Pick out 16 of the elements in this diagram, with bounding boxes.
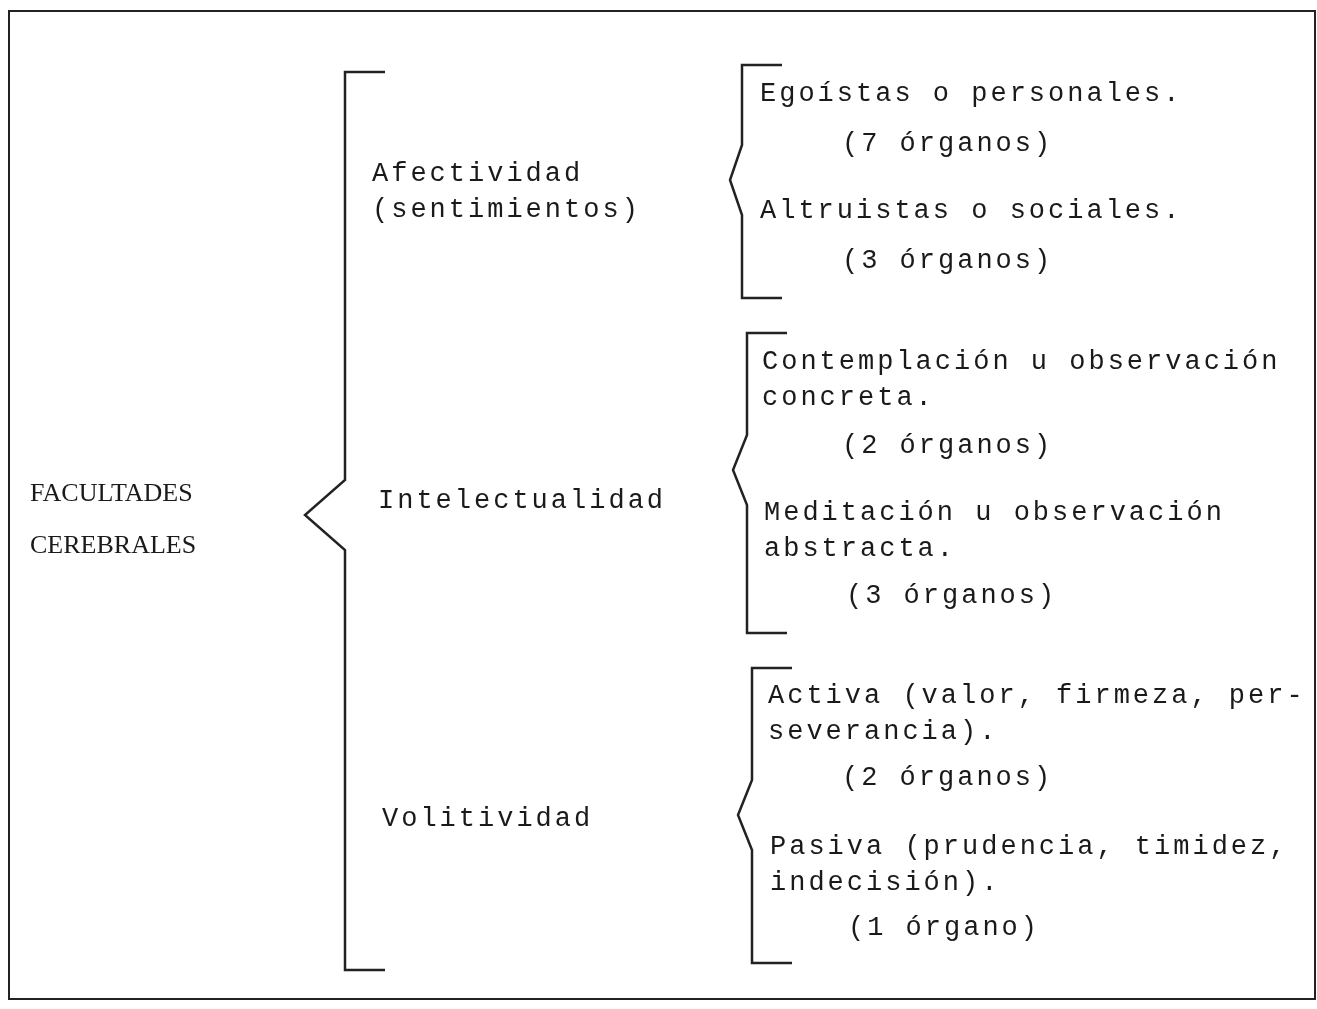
label-text: (1 órgano): [848, 912, 1042, 945]
label-text: Altruistas o sociales.: [760, 195, 1184, 228]
label-text: (2 órganos): [842, 762, 1055, 795]
label-text: (7 órganos): [842, 128, 1055, 161]
label-text: (3 órganos): [842, 245, 1055, 278]
label-text: Volitividad: [382, 803, 595, 836]
label-text: Pasiva (prudencia, timidez, indecisión).: [770, 831, 1290, 900]
label-text: Intelectualidad: [378, 485, 668, 518]
label-text: (3 órganos): [846, 580, 1059, 613]
label-text: Contemplación u observación concreta.: [762, 346, 1282, 415]
label-text: Meditación u observación abstracta.: [764, 497, 1226, 566]
label-text: Activa (valor, firmeza, per- severancia).: [768, 680, 1307, 749]
label-text: FACULTADES CEREBRALES: [30, 477, 198, 561]
label-text: (2 órganos): [842, 430, 1055, 463]
label-text: Afectividad (sentimientos): [372, 158, 642, 227]
label-text: Egoístas o personales.: [760, 78, 1184, 111]
